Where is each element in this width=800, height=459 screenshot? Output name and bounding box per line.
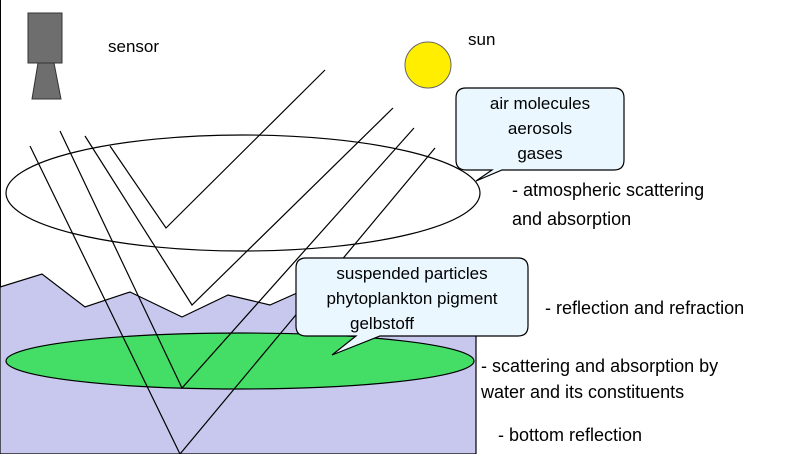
sensor-label: sensor xyxy=(108,37,159,56)
atmosphere-ellipse xyxy=(5,134,481,252)
atmospheric-label-line-1: - atmospheric scattering xyxy=(512,180,704,200)
light-rays xyxy=(29,69,436,456)
water-label-line-1: - scattering and absorption by xyxy=(481,356,718,376)
ray-atmospheric-path xyxy=(109,69,326,229)
atmos-callout-bubble xyxy=(455,87,625,182)
water-callout-line-2: phytoplankton pigment xyxy=(326,289,497,308)
atmos-callout-line-1: air molecules xyxy=(490,94,590,113)
water-callout-line-3: gelbstoff xyxy=(350,314,414,333)
atmospheric-label-line-2: and absorption xyxy=(512,209,631,229)
ray-surface-reflection-path xyxy=(84,107,394,306)
atmos-callout-line-3: gases xyxy=(517,144,562,163)
ray-water-column-path xyxy=(59,127,415,390)
water-callout-bubble xyxy=(295,257,529,356)
surface-label: - reflection and refraction xyxy=(545,298,744,318)
water-callout-line-1: suspended particles xyxy=(336,264,487,283)
atmos-callout-line-2: aerosols xyxy=(508,119,572,138)
sun-icon xyxy=(404,41,452,89)
water-label-line-2: water and its constituents xyxy=(480,382,684,402)
constituents-layer xyxy=(5,332,475,390)
bottom-label: - bottom reflection xyxy=(498,425,642,445)
sensor-icon xyxy=(27,12,63,100)
sun-label: sun xyxy=(468,30,495,49)
